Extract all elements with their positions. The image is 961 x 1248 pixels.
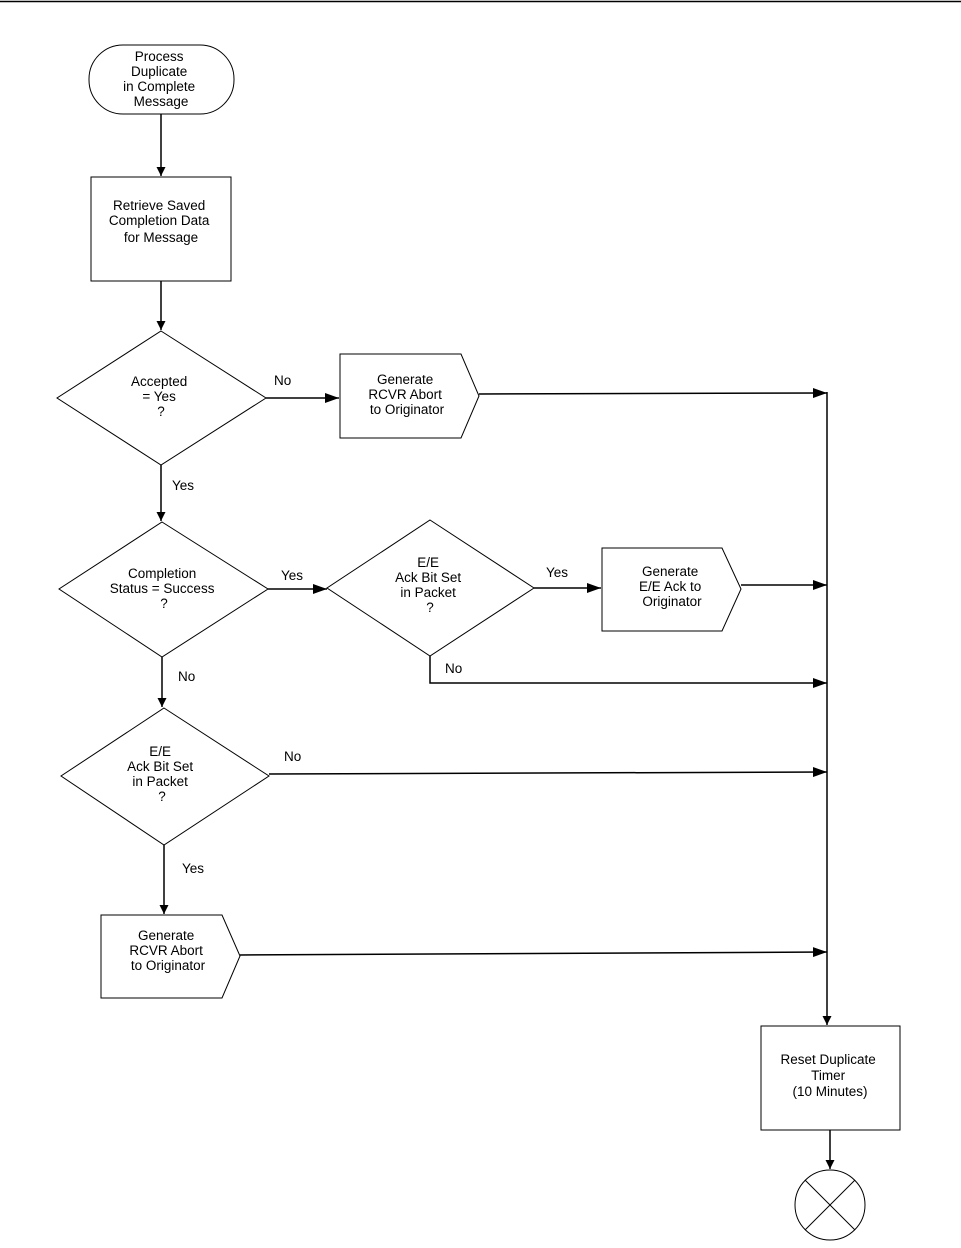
label-ee-mid-no: No xyxy=(445,661,462,676)
label-completion-yes: Yes xyxy=(281,568,303,583)
retrieve-label: Retrieve Saved Completion Data for Messa… xyxy=(109,198,213,245)
edge-abort-bottom-bus xyxy=(239,947,828,958)
abort-top-box xyxy=(339,353,480,439)
completion-label: Completion Status = Success ? xyxy=(110,566,218,611)
label-accepted-yes: Yes xyxy=(172,478,194,493)
label-completion-no: No xyxy=(178,669,195,684)
gen-ee-ack-box xyxy=(601,547,742,632)
label-accepted-no: No xyxy=(274,373,291,388)
edge-abort-top-bus xyxy=(478,388,828,399)
reset-timer-label: Reset Duplicate Timer (10 Minutes) xyxy=(780,1052,879,1099)
label-ee-low-no: No xyxy=(284,749,301,764)
edge-ee-mid-no xyxy=(429,656,827,688)
retrieve-box xyxy=(90,176,232,282)
accepted-label: Accepted = Yes ? xyxy=(131,374,191,419)
edge-ee-low-no xyxy=(268,767,828,778)
abort-bottom-box xyxy=(100,914,241,999)
ee-ack-mid-label: E/E Ack Bit Set in Packet ? xyxy=(395,555,465,615)
start-label: Process Duplicate in Complete Message xyxy=(123,49,199,109)
end-connector xyxy=(794,1169,866,1241)
label-ee-mid-yes: Yes xyxy=(546,565,568,580)
abort-bottom-label: Generate RCVR Abort to Originator xyxy=(129,928,206,973)
reset-timer-box xyxy=(760,1025,901,1131)
ee-ack-low-label: E/E Ack Bit Set in Packet ? xyxy=(127,744,197,804)
label-ee-low-yes: Yes xyxy=(182,861,204,876)
abort-top-label: Generate RCVR Abort to Originator xyxy=(368,372,445,417)
gen-ee-ack-label: Generate E/E Ack to Originator xyxy=(639,564,705,609)
